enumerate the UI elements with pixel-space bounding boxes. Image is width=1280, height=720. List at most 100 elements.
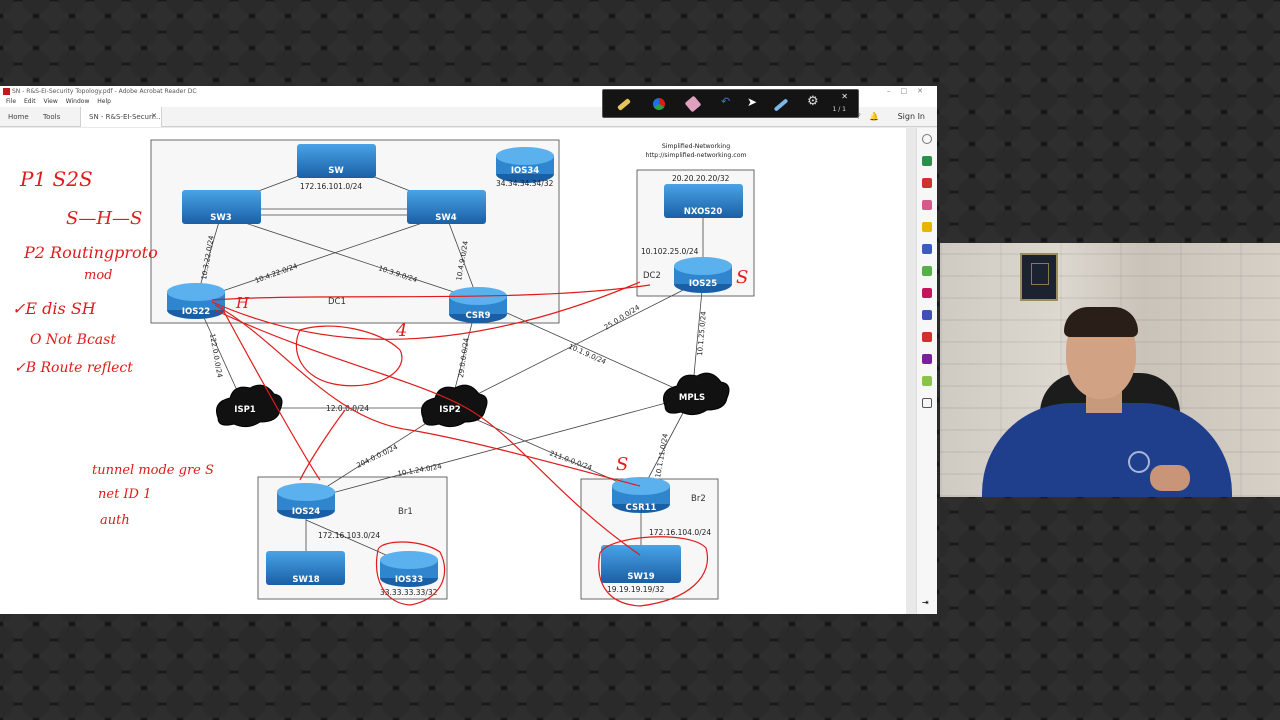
menu-help[interactable]: Help [97, 98, 111, 105]
svg-text:ISP1: ISP1 [234, 405, 256, 415]
fill-sign-icon[interactable] [922, 288, 932, 298]
close-toolbar-icon[interactable]: ✕ [841, 92, 848, 101]
router-IOS22[interactable]: IOS22 [167, 283, 225, 319]
svg-text:CSR11: CSR11 [626, 503, 657, 513]
svg-text:CSR9: CSR9 [466, 311, 491, 321]
cloud-ISP1[interactable]: ISP1 [216, 384, 283, 428]
window-title: SN - R&S-EI-Security Topology.pdf - Adob… [12, 88, 197, 95]
menu-edit[interactable]: Edit [23, 98, 36, 105]
tools-rail: ⇥ [916, 128, 937, 614]
annotation-toolbar: ↶ ➤ ⚙ ✕ 1 / 1 [602, 89, 859, 118]
router-IOS24[interactable]: IOS24 [277, 483, 335, 519]
red-annotations [211, 281, 708, 607]
net-br2-lan: 172.16.104.0/24 [649, 528, 711, 537]
note-not-bcast: O Not Bcast [30, 332, 116, 348]
net-csr9-mpls: 10.1.9.0/24 [567, 343, 607, 367]
net-isp1-isp2: 12.0.0.0/24 [326, 404, 369, 413]
router-IOS33[interactable]: IOS33 [380, 551, 438, 587]
router-IOS34[interactable]: IOS34 [496, 147, 554, 183]
net-sw19: 19.19.19.19/32 [607, 585, 665, 594]
svg-text:ISP2: ISP2 [439, 405, 461, 415]
router-CSR11[interactable]: CSR11 [612, 477, 670, 513]
presenter-shirt [982, 403, 1232, 497]
net-csr9-isp2: 29.0.0.0/24 [457, 337, 471, 378]
send-for-review-icon[interactable] [922, 332, 932, 342]
expand-rail-icon[interactable]: ⇥ [922, 598, 929, 607]
laser-pointer-icon[interactable] [773, 98, 789, 112]
shirt-logo [1128, 451, 1150, 473]
cloud-MPLS[interactable]: MPLS [663, 372, 730, 416]
organize-pages-icon[interactable] [922, 266, 932, 276]
acrobat-app-icon [3, 88, 10, 95]
net-isp2-ios24: 204.0.0.0/24 [355, 443, 399, 470]
note-s-csr11: S [616, 454, 628, 475]
switch-SW3[interactable]: SW3 [182, 190, 261, 224]
svg-text:IOS25: IOS25 [689, 279, 717, 289]
sign-icon[interactable] [922, 354, 932, 364]
switch-NXOS20[interactable]: NXOS20 [664, 184, 743, 218]
left-whiteboard-pane [0, 128, 136, 614]
switch-SW19[interactable]: SW19 [601, 545, 681, 583]
tab-document[interactable]: SN - R&S-EI-Securi... ✕ [80, 107, 162, 127]
undo-icon[interactable]: ↶ [721, 95, 731, 108]
note-dis-sh: ✓E dis SH [12, 299, 97, 318]
net-mpls-ios24: 10.1.24.0/24 [397, 462, 443, 478]
net-sw: 172.16.101.0/24 [300, 182, 362, 191]
svg-text:SW: SW [328, 166, 344, 176]
svg-text:IOS33: IOS33 [395, 575, 423, 585]
router-IOS25[interactable]: IOS25 [674, 257, 732, 293]
svg-text:MPLS: MPLS [679, 393, 705, 403]
comment-icon[interactable] [922, 222, 932, 232]
switch-SW[interactable]: SW [297, 144, 376, 178]
net-mpls-csr11: 10.1.11.0/24 [654, 432, 670, 478]
tab-tools[interactable]: Tools [43, 113, 61, 121]
svg-text:SW3: SW3 [210, 213, 231, 223]
svg-text:SW4: SW4 [435, 213, 456, 223]
tab-home[interactable]: Home [8, 113, 29, 121]
edit-pdf-icon[interactable] [922, 200, 932, 210]
note-mod: mod [84, 268, 112, 283]
net-nx-ios25: 10.102.25.0/24 [641, 247, 699, 256]
presenter-hair [1064, 307, 1138, 337]
net-nxos20: 20.20.20.20/32 [672, 174, 730, 183]
net-ios34: 34.34.34.34/32 [496, 179, 554, 188]
wall-plaque [1020, 253, 1058, 301]
export-pdf-icon[interactable] [922, 156, 932, 166]
protect-icon[interactable] [922, 310, 932, 320]
zoom-icon[interactable] [922, 134, 932, 144]
note-4: 4 [395, 320, 407, 341]
color-picker-icon[interactable] [653, 98, 665, 110]
net-br1-lan: 172.16.103.0/24 [318, 531, 380, 540]
combine-files-icon[interactable] [922, 244, 932, 254]
site-label-br1: Br1 [398, 507, 413, 517]
topology-diagram: SW SW3 SW4 NXOS20 SW18 SW19 IOS34 IOS25 … [12, 139, 755, 607]
title-bar: SN - R&S-EI-Security Topology.pdf - Adob… [0, 86, 937, 97]
menu-file[interactable]: File [6, 98, 17, 105]
cloud-ISP2[interactable]: ISP2 [421, 384, 488, 428]
sign-in-button[interactable]: Sign In [897, 112, 925, 121]
router-CSR9[interactable]: CSR9 [449, 287, 507, 323]
more-tools-icon[interactable] [922, 398, 932, 408]
menu-view[interactable]: View [43, 98, 58, 105]
toolbar-icons[interactable]: ?🔔 [856, 112, 887, 121]
net-isp2-csr11: 211.0.0.0/24 [548, 449, 593, 472]
scan-icon[interactable] [922, 376, 932, 386]
pen-tool-icon[interactable] [617, 98, 631, 111]
close-tab-icon[interactable]: ✕ [151, 112, 157, 120]
note-p1: P1 S2S [19, 167, 93, 191]
note-s-ios25: S [736, 267, 748, 288]
settings-gear-icon[interactable]: ⚙ [807, 94, 819, 109]
window-controls[interactable]: –□✕ [887, 87, 933, 95]
note-tunnel-mode: tunnel mode gre S [92, 463, 214, 478]
switch-SW18[interactable]: SW18 [266, 551, 345, 585]
presenter-hand [1150, 465, 1190, 491]
eraser-icon[interactable] [684, 95, 702, 113]
net-ios33: 33.33.33.33/32 [380, 588, 438, 597]
site-label-dc1: DC1 [328, 297, 346, 307]
cursor-icon[interactable]: ➤ [747, 95, 758, 109]
menu-window[interactable]: Window [65, 98, 90, 105]
menu-bar: File Edit View Window Help [0, 97, 937, 107]
create-pdf-icon[interactable] [922, 178, 932, 188]
note-auth: auth [100, 513, 130, 528]
switch-SW4[interactable]: SW4 [407, 190, 486, 224]
